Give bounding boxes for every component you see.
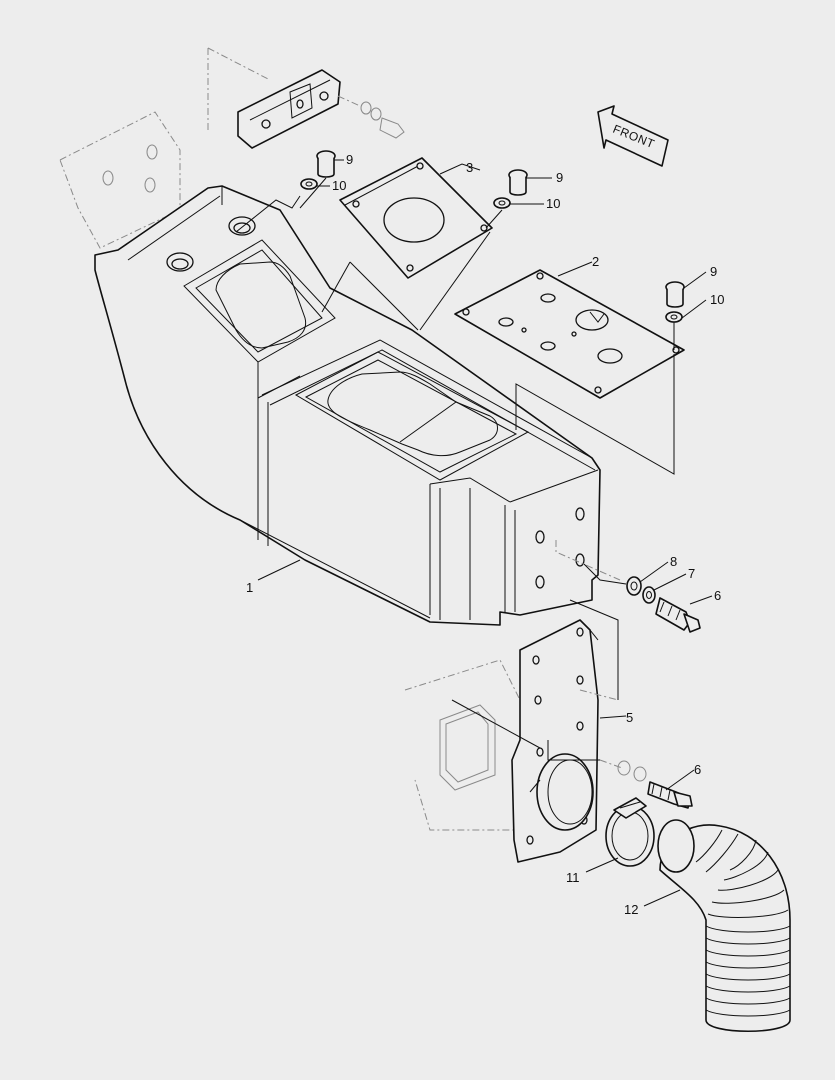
callout-5: 5 [626, 710, 633, 725]
callout-3: 3 [466, 160, 473, 175]
callout-6-lower: 6 [694, 762, 701, 777]
bolt-9-left [316, 150, 336, 178]
callout-6-upper: 6 [714, 588, 721, 603]
washer-10-middle [493, 197, 511, 209]
callout-10-middle: 10 [546, 196, 560, 211]
plate-3 [339, 157, 493, 279]
callout-8: 8 [670, 554, 677, 569]
bolt-6-upper [655, 597, 701, 633]
front-arrow: FRONT [597, 105, 669, 167]
lower-hardware [617, 760, 693, 809]
callout-9-right: 9 [710, 264, 717, 279]
flex-hose-12 [657, 819, 791, 1032]
top-bracket [237, 69, 341, 149]
bolt-9-middle [508, 169, 528, 196]
callout-11: 11 [566, 870, 580, 885]
console-housing [94, 185, 601, 626]
bracket-hardware [337, 95, 405, 139]
hose-clamp-11 [605, 797, 655, 867]
alignment-lines [235, 177, 675, 769]
washer-10-right [665, 311, 683, 323]
callout-1: 1 [246, 580, 253, 595]
callout-10-left: 10 [332, 178, 346, 193]
callout-2: 2 [592, 254, 599, 269]
callout-10-right: 10 [710, 292, 724, 307]
washer-7 [642, 586, 656, 604]
washer-8 [626, 576, 642, 596]
callout-labels: 1 2 3 5 6 6 7 8 9 9 9 10 10 10 11 12 [246, 152, 724, 917]
mount-bracket-5 [511, 619, 599, 863]
callout-7: 7 [688, 566, 695, 581]
callout-leaders [257, 159, 713, 907]
washer-10-left [300, 178, 318, 190]
plate-2 [454, 269, 685, 399]
bolt-9-right [665, 281, 685, 308]
callout-12: 12 [624, 902, 638, 917]
callout-9-middle: 9 [556, 170, 563, 185]
callout-9-left: 9 [346, 152, 353, 167]
